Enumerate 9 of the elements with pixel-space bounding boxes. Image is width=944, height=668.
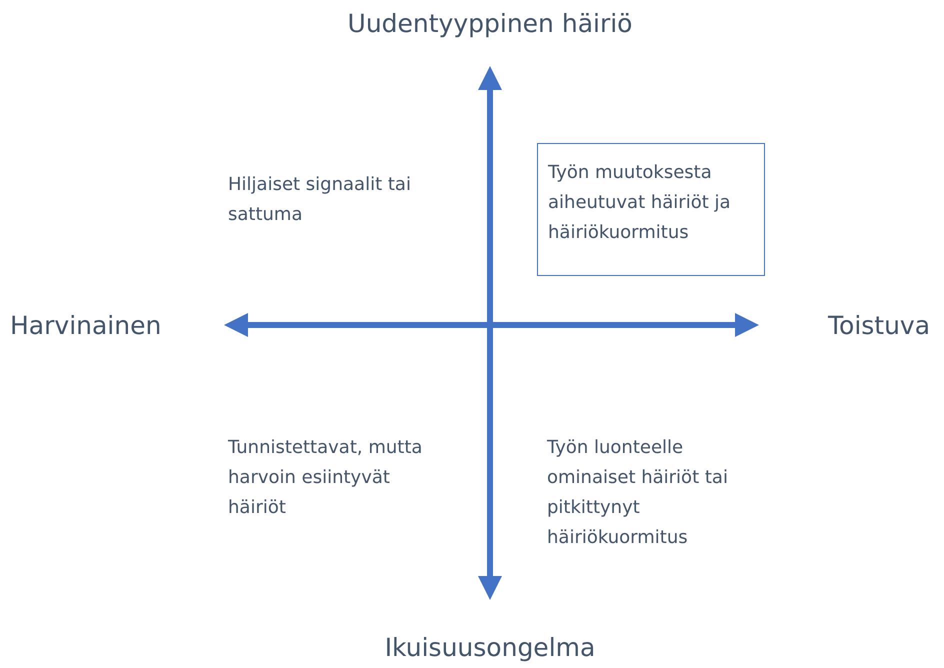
axis-label: Uudentyyppinen häiriö <box>346 8 634 40</box>
quadrant-box <box>537 143 765 276</box>
axis-label: Toistuva <box>828 310 932 342</box>
quadrant-text: Tunnistettavat, mutta harvoin esiintyvät häiriöt <box>228 436 424 520</box>
quadrant-text: Työn luonteelle ominaiset häiriöt tai pitkittynyt häiriökuormitus <box>547 436 729 550</box>
axis-label: Ikuisuusongelma <box>384 632 596 664</box>
quadrant-text: Työn muutoksesta aiheutuvat häiriöt ja häiriökuormitus <box>548 161 732 245</box>
quadrant-text: Hiljaiset signaalit tai sattuma <box>228 173 412 227</box>
axis-label: Harvinainen <box>10 310 162 342</box>
